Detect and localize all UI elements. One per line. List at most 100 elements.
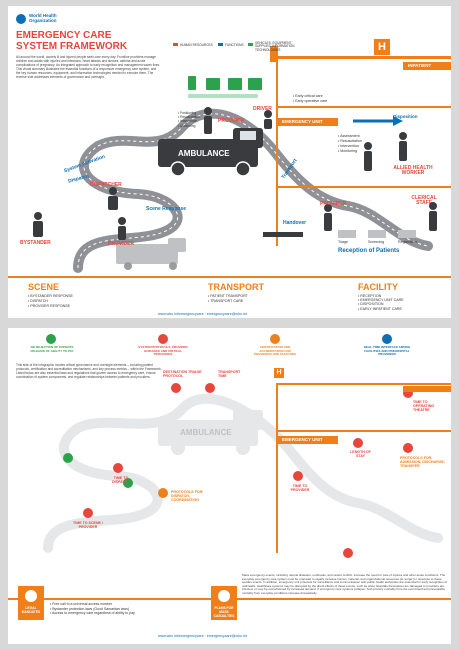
- mass-casualty-text: Mass emergency events, including natural…: [242, 573, 447, 595]
- title-line-1: EMERGENCY CARE: [16, 30, 112, 41]
- principle-icon-3: [270, 334, 280, 344]
- length-of-stay-label: LENGTH OF STAY: [350, 450, 371, 458]
- inpatient-banner: [403, 62, 451, 70]
- screening-desk: [368, 230, 386, 238]
- hospital-wall: [276, 46, 278, 246]
- triage-label: Triage: [338, 240, 349, 244]
- reception-label: Reception of Patients: [338, 248, 400, 254]
- reception-roof: [276, 186, 451, 188]
- dispatcher-figure: [109, 187, 117, 195]
- eu-roof: [276, 106, 451, 108]
- inpatient-label: INPATIENT: [408, 63, 432, 68]
- road-markings: [77, 113, 429, 269]
- driver-label: DRIVER: [253, 106, 272, 112]
- section-facility-list: RECEPTION EMERGENCY UNIT CARE DISPOSITIO…: [358, 294, 403, 311]
- title-line-2: SYSTEM FRAMEWORK: [16, 41, 128, 52]
- principle-text-2: SYSTEM PROTOCOLS, PROVIDER GUIDANCE AND …: [138, 345, 188, 357]
- legend-swatch-hr: [173, 43, 178, 46]
- framework-illustration: [33, 46, 451, 273]
- ambulance-large-label: AMBULANCE: [178, 149, 230, 158]
- disposition-label: Disposition: [393, 114, 418, 119]
- eu-list: Assessment Resuscitation Intervention Mo…: [338, 134, 362, 154]
- section-scene-title: SCENE: [28, 282, 60, 292]
- equipment-icons: [188, 76, 262, 98]
- section-scene-list: BYSTANDER RESPONSE DISPATCH PROVIDER RES…: [28, 294, 73, 309]
- ambulance-small: [116, 238, 186, 270]
- registration-desk: [398, 230, 416, 238]
- provider-right-label: PROVIDER: [320, 201, 347, 207]
- clerical-label: CLERICAL STAFF: [411, 195, 437, 206]
- gavel-icon: [25, 590, 37, 602]
- framework-page-back: NO REJECTION OF PATIENTS ON BASIS OF ABI…: [8, 328, 451, 644]
- section-transport-title: TRANSPORT: [208, 282, 264, 292]
- mandates-list: Free call to a universal access number B…: [50, 602, 135, 616]
- org-name: World Health Organization: [29, 13, 57, 23]
- inpatient-banner-back: [403, 386, 451, 392]
- provider-top-label: PROVIDER: [218, 118, 245, 124]
- scene-response-label: Scene Response: [146, 206, 187, 212]
- provider-bottom-label: PROVIDER: [108, 241, 135, 247]
- stretcher: [263, 232, 303, 237]
- time-to-operating-label: TIME TO OPERATING THEATRE: [413, 400, 435, 412]
- hospital-h-icon-back: H: [274, 368, 284, 378]
- provider-top-figure: [204, 107, 212, 115]
- hospital-roof: [276, 56, 451, 59]
- eu-label: EMERGENCY UNIT: [282, 119, 323, 124]
- hospital-sign: [270, 46, 278, 62]
- handover-label: Handover: [283, 220, 307, 226]
- principle-icon-1: [46, 334, 56, 344]
- legend-hr: HUMAN RESOURCES: [180, 43, 213, 47]
- section-transport-list: PATIENT TRANSPORT TRANSPORT CARE: [208, 294, 248, 304]
- provider-right-figure: [324, 204, 332, 212]
- who-logo-icon: [16, 14, 26, 24]
- time-to-provider-label: TIME TO PROVIDER: [290, 484, 310, 492]
- allied-health-figure: [399, 132, 407, 140]
- hospital-h-icon: H: [374, 39, 390, 55]
- provider-bottom-figure: [118, 217, 126, 225]
- legend-swatch-functions: [218, 43, 223, 46]
- dispatcher-label: DISPATCHER: [90, 182, 122, 188]
- time-to-scene-label: TIME TO SCENE / PROVIDER: [73, 521, 103, 529]
- screening-label: Screening: [368, 240, 385, 244]
- destination-protocol-label: DESTINATION TRIAGE PROTOCOL: [163, 370, 202, 378]
- legend-functions: FUNCTIONS: [225, 43, 244, 47]
- principle-text-4: REAL-TIME INTERFACE AMONG FACILITIES AND…: [363, 345, 411, 357]
- intro-paragraph-back: This side of the infographic locates cri…: [16, 363, 162, 379]
- protocols-right-label: PROTOCOLS FOR: ADMISSION, DISCHARGE, TRA…: [400, 456, 445, 468]
- intro-paragraph: All around the world, acutely ill and in…: [16, 55, 160, 79]
- section-facility-title: FACILITY: [358, 282, 398, 292]
- bystander-label: BYSTANDER: [20, 240, 51, 246]
- eu-staff-figure: [364, 142, 372, 150]
- ambulance-faded-label: AMBULANCE: [180, 428, 232, 437]
- eu-banner: [278, 118, 338, 126]
- principle-icon-4: [382, 334, 392, 344]
- ambulance-large: [158, 128, 263, 177]
- mass-casualty-title: PLANS FOR MASS CASUALTIES: [213, 606, 235, 618]
- crowd-icon: [218, 590, 230, 602]
- section-divider: [8, 276, 451, 278]
- triage-desk: [338, 230, 356, 238]
- inpatient-list: Early critical care Early operative care: [293, 94, 327, 104]
- framework-page-front: World Health Organization EMERGENCY CARE…: [8, 6, 451, 318]
- provider-actions-list: Positioning Resuscitation Intervention M…: [178, 111, 200, 128]
- mandates-title: LEGAL MANDATES: [21, 606, 41, 614]
- driver-figure: [264, 110, 272, 118]
- principle-text-1: NO REJECTION OF PATIENTS ON BASIS OF ABI…: [30, 345, 74, 353]
- principle-text-3: CERTIFICATION AND ACCREDITATION FOR PROV…: [254, 345, 296, 357]
- governance-markers: [63, 383, 413, 558]
- protocols-dispatch-label: PROTOCOLS FOR: DISPATCH, COORDINATION: [171, 490, 204, 502]
- clerical-figure: [429, 202, 437, 210]
- footer-link[interactable]: www.who.int/emergencycare · emergencycar…: [158, 312, 247, 316]
- legend-swatch-equipment: [248, 43, 253, 46]
- hospital-roof-back: [276, 383, 451, 385]
- allied-health-label: ALLIED HEALTH WORKER: [393, 165, 433, 176]
- principle-icon-2: [158, 334, 168, 344]
- bystander-figure: [34, 212, 42, 220]
- eu-banner-back: [278, 436, 338, 444]
- eu-label-back: EMERGENCY UNIT: [282, 437, 323, 442]
- ambulance-small-label: AMBULANCE: [138, 268, 167, 273]
- footer-link-back[interactable]: www.who.int/emergencycare · emergencycar…: [158, 634, 247, 638]
- legend-equipment: VEHICLES, EQUIPMENT, SUPPLIES, INFORMATI…: [255, 41, 295, 52]
- time-to-dispatch-label: TIME TO DISPATCH: [112, 476, 130, 484]
- transport-time-label: TRANSPORT TIME: [218, 370, 241, 378]
